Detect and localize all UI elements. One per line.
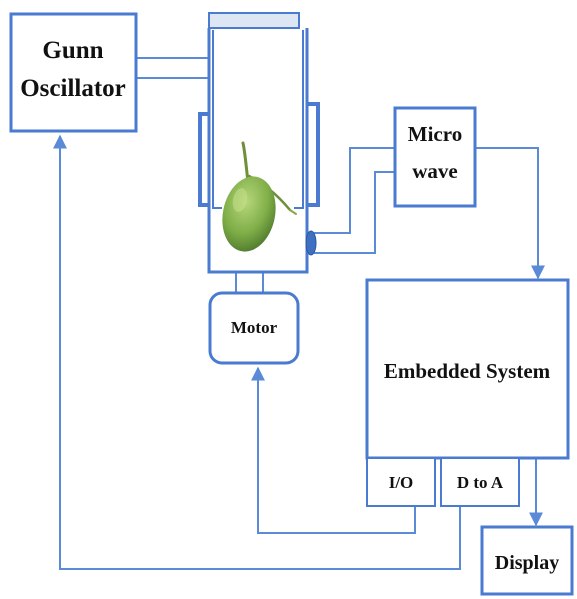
chamber-outer-wall [207, 28, 309, 274]
embedded-system-block: Embedded System I/O D to A [365, 278, 570, 507]
d-to-a-box [440, 457, 520, 507]
microwave-label-line2: wave [412, 159, 458, 183]
gunn-oscillator-label-line2: Oscillator [20, 75, 126, 102]
chamber-left-inner-wall [212, 30, 222, 209]
chamber-to-microwave-outer-line [314, 147, 395, 234]
dtoa-to-gunn-arrow [53, 134, 461, 570]
chamber-probe [305, 230, 317, 256]
gunn-oscillator-box [9, 12, 138, 133]
display-block: Display [480, 525, 574, 596]
connection-lines [53, 57, 545, 570]
gunn-oscillator-block: Gunn Oscillator [9, 12, 138, 133]
chamber-to-microwave-inner-line [314, 171, 395, 254]
embedded-system-box [365, 278, 570, 460]
io-port-label: I/O [389, 473, 414, 492]
motor-box [208, 291, 300, 365]
chamber-left-jacket [198, 112, 209, 207]
d-to-a-label: D to A [457, 473, 504, 492]
microwave-box [393, 106, 477, 208]
display-label: Display [495, 552, 559, 574]
display-box [480, 525, 574, 596]
microwave-to-embedded-arrow [475, 147, 545, 280]
microwave-label-line1: Micro [408, 122, 462, 146]
chamber-top-cap [208, 12, 300, 29]
gunn-oscillator-label-line1: Gunn [42, 37, 103, 64]
embedded-system-label: Embedded System [384, 359, 551, 383]
microwave-block: Micro wave [393, 106, 477, 208]
io-port-box [366, 457, 436, 507]
motor-label: Motor [231, 318, 278, 337]
chamber-right-jacket [307, 102, 320, 207]
chamber-right-inner-wall [294, 30, 304, 209]
io-to-motor-arrow [251, 366, 416, 534]
coconut-icon [222, 141, 297, 252]
motor-block: Motor [208, 291, 300, 365]
sample-chamber [198, 12, 320, 274]
